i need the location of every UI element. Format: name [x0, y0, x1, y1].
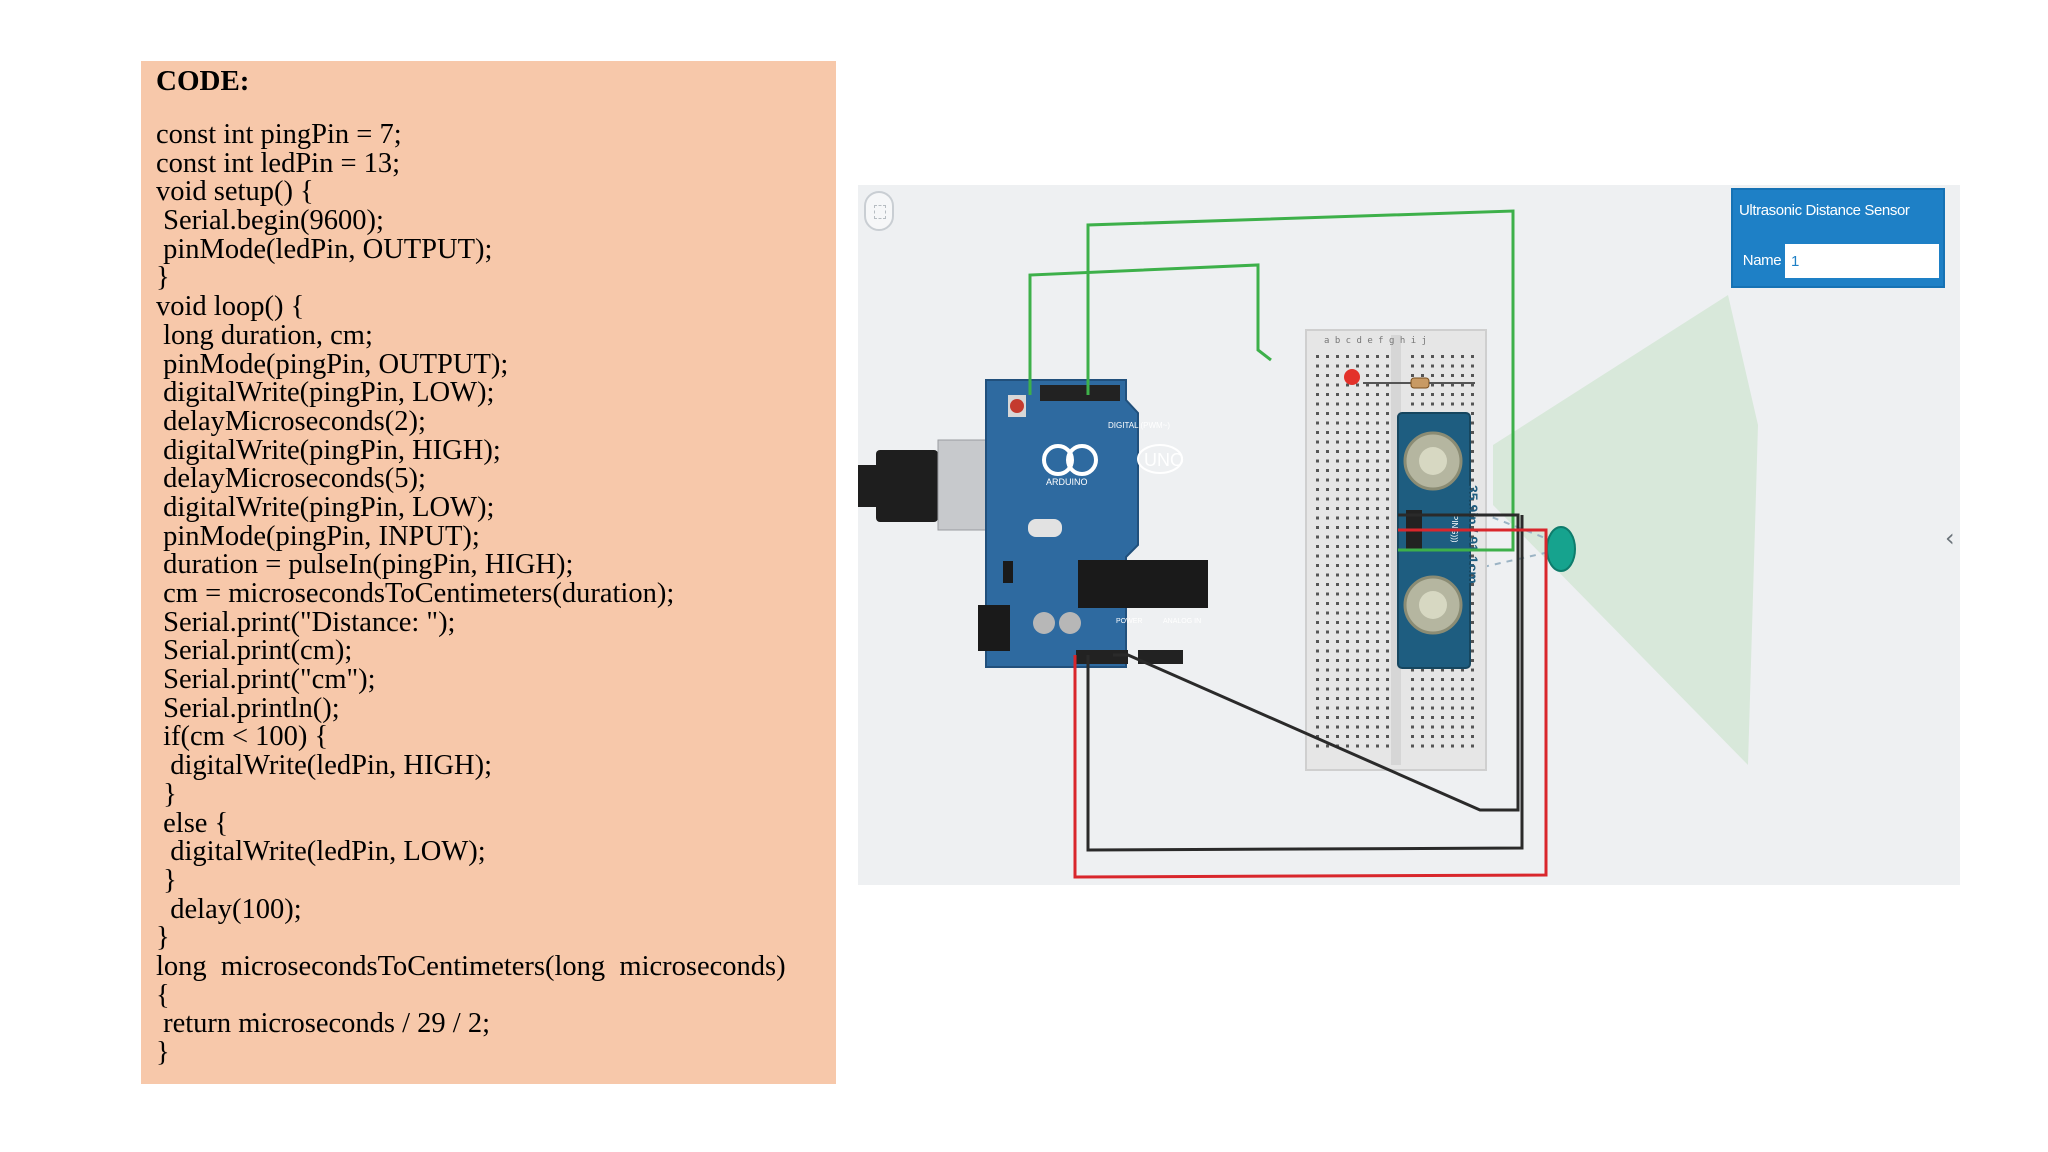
code-line: digitalWrite(pingPin, HIGH); [156, 434, 501, 466]
zoom-fit-icon[interactable] [864, 191, 894, 231]
code-line: } [156, 262, 170, 294]
wire-black-ground-2[interactable] [1086, 515, 1524, 852]
code-panel: CODE: const int pingPin = 7;const int le… [141, 61, 836, 1084]
code-block: const int pingPin = 7;const int ledPin =… [156, 119, 786, 1068]
detection-field [1493, 295, 1758, 765]
code-line: digitalWrite(pingPin, LOW); [156, 377, 495, 409]
code-line: pinMode(ledPin, OUTPUT); [156, 233, 493, 265]
wire-red-power[interactable] [1073, 528, 1548, 879]
resistor[interactable] [1410, 377, 1430, 389]
code-line: delayMicroseconds(2); [156, 405, 426, 437]
code-line: void loop() { [156, 291, 305, 323]
code-line: pinMode(pingPin, OUTPUT); [156, 348, 509, 380]
code-line: long duration, cm; [156, 319, 373, 351]
uno-logo-text: UNO [1144, 450, 1184, 470]
code-line: digitalWrite(pingPin, LOW); [156, 491, 495, 523]
code-line: Serial.print("cm"); [156, 664, 376, 696]
circuit-simulator-canvas[interactable]: DIGITAL (PWM~) UNO ARDUINO POWER ANALOG … [858, 185, 1960, 885]
code-line: duration = pulseIn(pingPin, HIGH); [156, 549, 574, 581]
usb-cable [858, 465, 878, 507]
ultrasonic-distance-sensor[interactable]: 35.9in / 91.1cm PING))) [1397, 412, 1481, 669]
code-line: } [156, 922, 170, 954]
sensor-beam-top [1447, 499, 1559, 544]
code-line: digitalWrite(ledPin, HIGH); [156, 750, 493, 782]
code-line: void setup() { [156, 176, 314, 208]
code-line: digitalWrite(ledPin, LOW); [156, 836, 486, 868]
name-input[interactable] [1787, 244, 1945, 278]
code-line: Serial.begin(9600); [156, 205, 384, 237]
wire-green-led[interactable] [1028, 263, 1272, 395]
chevron-left-icon[interactable]: ‹ [1945, 524, 1955, 552]
digital-pins-label: DIGITAL (PWM~) [1108, 421, 1170, 430]
code-line: return microseconds / 29 / 2; [156, 1008, 491, 1040]
code-title: CODE: [156, 65, 250, 97]
code-line: { [156, 979, 170, 1011]
code-line: else { [156, 807, 229, 839]
wire-black-ground[interactable] [1113, 513, 1520, 812]
name-label: Name [1739, 244, 1785, 278]
code-line: } [156, 1037, 170, 1068]
circuit-diagram: DIGITAL (PWM~) UNO ARDUINO POWER ANALOG … [858, 209, 1758, 879]
sensor-reading-label: 35.9in / 91.1cm [1465, 485, 1481, 584]
usb-connector [937, 439, 989, 531]
code-line: const int pingPin = 7; [156, 119, 402, 150]
arduino-uno-board[interactable]: DIGITAL (PWM~) UNO ARDUINO POWER ANALOG … [978, 379, 1208, 668]
red-led[interactable] [1344, 369, 1360, 385]
code-line: Serial.print(cm); [156, 635, 353, 667]
code-line: delay(100); [156, 893, 302, 925]
power-pins-label: POWER [1116, 618, 1142, 625]
code-line: const int ledPin = 13; [156, 147, 401, 179]
code-line: long microsecondsToCentimeters(long micr… [156, 950, 786, 982]
code-line: if(cm < 100) { [156, 721, 329, 753]
breadboard-column-labels: a b c d e f g h i j [1324, 336, 1427, 346]
code-line: pinMode(pingPin, INPUT); [156, 520, 480, 552]
code-line: Serial.println(); [156, 692, 340, 724]
usb-plug [876, 450, 938, 522]
inspector-title: Ultrasonic Distance Sensor [1739, 202, 1910, 219]
name-field-row: Name [1737, 242, 1945, 280]
target-object[interactable] [1546, 526, 1576, 572]
wire-green-signal[interactable] [1086, 209, 1515, 552]
code-line: delayMicroseconds(5); [156, 463, 426, 495]
component-inspector: Ultrasonic Distance Sensor Name [1731, 188, 1945, 288]
code-line: Serial.print("Distance: "); [156, 606, 456, 638]
arduino-brand-text: ARDUINO [1046, 477, 1088, 487]
code-line: } [156, 778, 177, 810]
analog-pins-label: ANALOG IN [1163, 618, 1201, 625]
code-line: } [156, 864, 177, 896]
code-line: cm = microsecondsToCentimeters(duration)… [156, 578, 675, 609]
